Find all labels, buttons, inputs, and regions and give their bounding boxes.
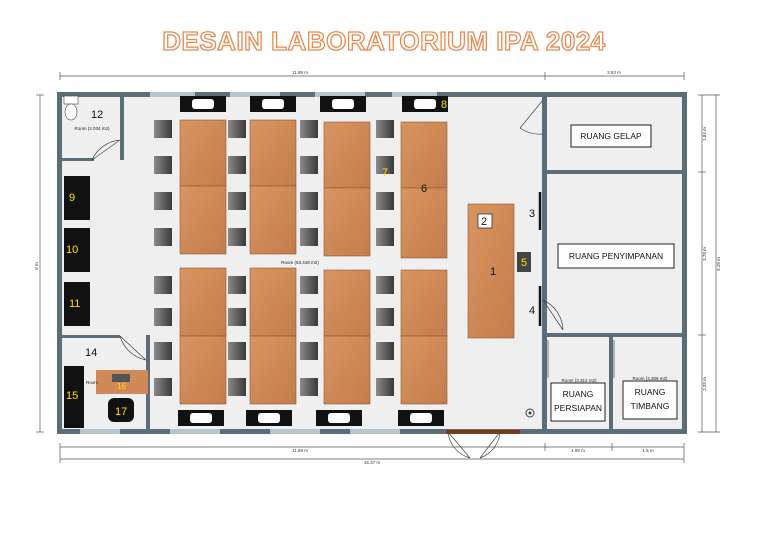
area-label-12: Room (2.034 m2) <box>74 126 110 131</box>
marker-17: 17 <box>115 406 127 418</box>
chairs <box>154 120 394 396</box>
marker-10: 10 <box>66 244 78 256</box>
chair <box>300 192 318 210</box>
chair <box>154 228 172 246</box>
dim-bottom-main: 11.88 m <box>292 448 308 453</box>
chair <box>376 378 394 396</box>
area-label-persiapan: Room (3.312 m2) <box>561 378 597 383</box>
chair <box>228 228 246 246</box>
chair <box>376 228 394 246</box>
marker-7: 7 <box>382 167 388 179</box>
marker-12: 12 <box>91 109 103 121</box>
marker-2: 2 <box>481 216 487 228</box>
marker-1: 1 <box>490 266 496 278</box>
marker-9: 9 <box>69 192 75 204</box>
chair <box>228 308 246 326</box>
cabinets-left <box>64 176 90 428</box>
chair <box>154 192 172 210</box>
chair <box>300 120 318 138</box>
marker-14: 14 <box>85 347 97 359</box>
desk-monitor <box>112 374 130 382</box>
chair <box>228 156 246 174</box>
area-label-timbang: Room (3.309 m2) <box>632 376 668 381</box>
sinks-bottom <box>178 410 444 426</box>
room-label-timbang-line1: RUANG <box>635 387 666 397</box>
marker-11: 11 <box>69 298 80 310</box>
chair <box>300 276 318 294</box>
marker-3: 3 <box>529 208 535 220</box>
chair <box>228 342 246 360</box>
room-label-boxes <box>550 124 678 422</box>
chair <box>228 378 246 396</box>
room-label-persiapan-line1: RUANG <box>563 389 594 399</box>
sinks-top <box>180 96 448 112</box>
teacher-item <box>477 213 493 229</box>
office-chair <box>108 398 134 422</box>
chair <box>300 378 318 396</box>
chair <box>228 120 246 138</box>
room-label-timbang-line2: TIMBANG <box>631 401 670 411</box>
marker-5: 5 <box>521 257 527 269</box>
dim-top-main: 11.89 m <box>292 70 308 75</box>
chair <box>300 308 318 326</box>
doors <box>91 99 615 459</box>
marker-4: 4 <box>529 305 535 317</box>
dim-left-total: 8 m <box>34 262 39 270</box>
chair <box>300 156 318 174</box>
chair <box>154 378 172 396</box>
lab-tables <box>179 119 515 405</box>
dim-top-right: 3.53 m <box>607 70 621 75</box>
room-label-gelap: RUANG GELAP <box>580 131 642 141</box>
chair <box>154 308 172 326</box>
dimension-lines <box>36 72 720 463</box>
chair <box>300 342 318 360</box>
teacher-chair <box>517 252 531 272</box>
area-label-main: Room (93.448 m2) <box>281 260 319 265</box>
chair <box>300 228 318 246</box>
marker-15: 15 <box>66 390 78 402</box>
dim-right-storage: 3.78 m <box>702 247 707 261</box>
dim-right-total: 8.28 m <box>716 257 721 271</box>
toilet <box>63 95 79 121</box>
chair <box>376 120 394 138</box>
room-label-penyimpanan: RUANG PENYIMPANAN <box>569 251 663 261</box>
marker-8: 8 <box>441 99 447 111</box>
chair <box>154 342 172 360</box>
chair <box>228 192 246 210</box>
chair <box>376 192 394 210</box>
chair <box>376 342 394 360</box>
chair <box>154 120 172 138</box>
marker-6: 6 <box>421 183 427 195</box>
floor-drain <box>525 408 535 418</box>
chair <box>154 156 172 174</box>
room-label-persiapan-line2: PERSIAPAN <box>554 403 602 413</box>
chair <box>376 276 394 294</box>
chair <box>154 276 172 294</box>
dim-right-bottom: 2.33 m <box>702 377 707 391</box>
dim-bottom-total: 15.37 m <box>364 460 381 465</box>
marker-16: 16 <box>117 382 126 391</box>
chair <box>376 308 394 326</box>
page-title: DESAIN LABORATORIUM IPA 2024 <box>162 25 606 56</box>
dim-bottom-right: 1.5 m <box>642 448 654 453</box>
windows <box>80 92 437 434</box>
dim-bottom-mid: 1.99 m <box>571 448 585 453</box>
chair <box>228 276 246 294</box>
main-door-frame <box>446 430 520 434</box>
dim-right-gelap: 1.84 m <box>702 127 707 141</box>
area-label-14: Room <box>86 380 98 385</box>
chair <box>376 156 394 174</box>
